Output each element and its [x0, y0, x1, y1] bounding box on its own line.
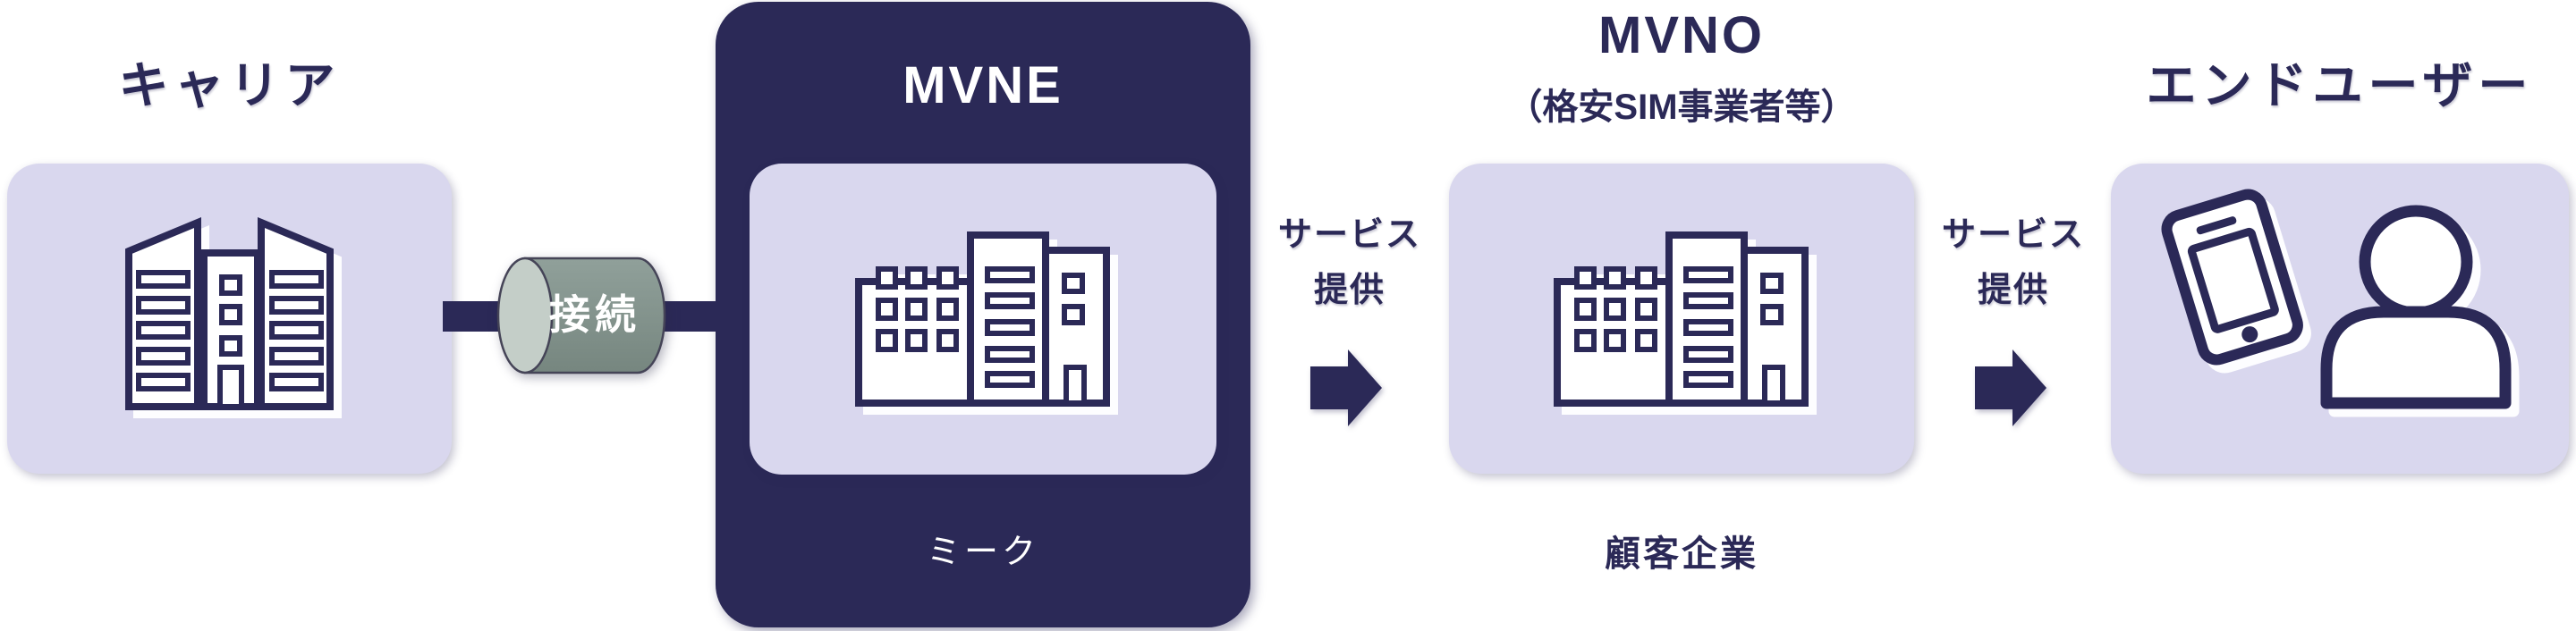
mvno-box	[1449, 164, 1914, 474]
mvno-caption: 顧客企業	[1605, 534, 1758, 574]
mvne-caption: ミーク	[926, 534, 1039, 571]
carrier-box	[7, 164, 452, 474]
mvno-title: MVNO	[1598, 6, 1765, 64]
smartphone-and-person-icon	[2148, 180, 2532, 457]
mvno-subtitle: （格安SIM事業者等）	[1506, 88, 1857, 127]
service-label-line1: サービス	[1941, 216, 2085, 254]
mvne-title: MVNE	[902, 56, 1063, 114]
office-building-icon	[1552, 230, 1811, 408]
service-label-line2: 提供	[1313, 272, 1385, 309]
office-building-icon	[853, 230, 1113, 408]
service-label-line1: サービス	[1277, 216, 1421, 254]
service-label-line2: 提供	[1977, 272, 2049, 309]
service-arrow-icon-2	[1975, 349, 2046, 426]
service-arrow-icon-1	[1310, 349, 1382, 426]
mvne-box: MVNE ミーク	[716, 2, 1250, 627]
end-user-title: エンドユーザー	[2146, 57, 2534, 114]
carrier-title: キャリア	[118, 57, 341, 114]
connection-cylinder-icon	[496, 257, 666, 374]
carrier-building-icon	[118, 217, 342, 414]
service-provision-label-1: サービス 提供	[1250, 207, 1449, 318]
connection-label: 接続	[549, 291, 640, 338]
mvne-inner-box	[750, 164, 1216, 475]
service-provision-label-2: サービス 提供	[1914, 207, 2113, 318]
end-user-box	[2111, 164, 2569, 474]
